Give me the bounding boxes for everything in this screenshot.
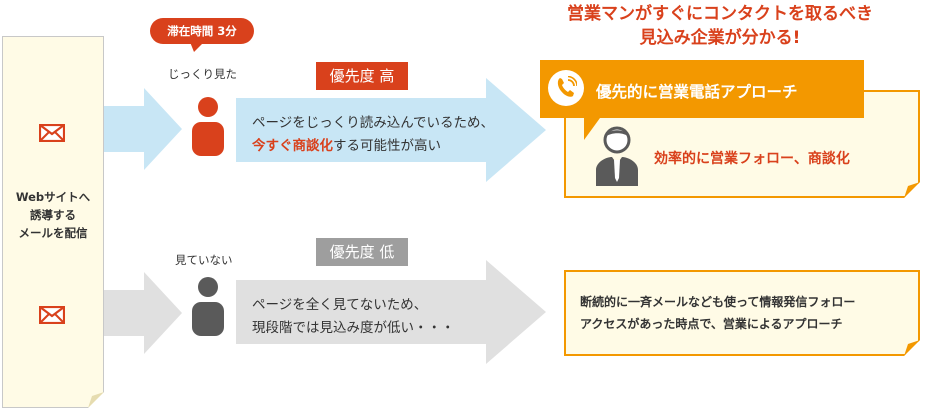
email-panel-line2: 誘導する — [30, 208, 76, 222]
page-curl — [904, 340, 920, 356]
email-panel-text: Webサイトへ 誘導する メールを配信 — [2, 188, 104, 242]
priority-high-badge: 優先度 高 — [316, 62, 408, 90]
status-label-high: じっくり見た — [168, 67, 237, 81]
message-high-highlight: 今すぐ商談化 — [252, 138, 333, 154]
priority-low-badge: 優先度 低 — [316, 238, 408, 266]
action-low-line1: 断続的に一斉メールなども使って情報発信フォロー — [580, 295, 856, 309]
businessman-icon — [596, 126, 638, 186]
phone-icon — [557, 76, 577, 97]
message-high-rest: する可能性が高い — [333, 138, 441, 154]
action-box-low — [564, 270, 920, 356]
message-low-line2: 現段階では見込み度が低い・・・ — [252, 320, 455, 336]
message-high-line2: 今すぐ商談化する可能性が高い — [252, 135, 494, 158]
arrow-large-low — [236, 260, 546, 364]
message-high-line1: ページをじっくり読み込んでいるため、 — [252, 115, 495, 131]
headline-line1: 営業マンがすぐにコンタクトを取るべき — [567, 4, 873, 24]
message-low: ページを全く見てないため、 現段階では見込み度が低い・・・ — [252, 294, 455, 340]
email-panel — [2, 36, 104, 408]
action-title-high: 優先的に営業電話アプローチ — [596, 83, 798, 101]
page-curl — [88, 392, 104, 408]
status-label-low: 見ていない — [175, 253, 233, 267]
stay-time-bubble: 滞在時間 3分 — [150, 18, 254, 44]
message-low-line1: ページを全く見てないため、 — [252, 297, 428, 313]
action-low-line2: アクセスがあった時点で、営業によるアプローチ — [580, 317, 843, 331]
email-panel-line3: メールを配信 — [18, 226, 88, 240]
call-header-banner — [540, 60, 864, 140]
mail-icon — [39, 306, 65, 324]
headline-line2: 見込み企業が分かる! — [639, 28, 801, 48]
bubble-tail — [190, 42, 204, 52]
action-result-high: 効率的に営業フォロー、商談化 — [654, 151, 850, 167]
phone-circle — [548, 70, 584, 106]
arrow-small-low — [104, 272, 182, 354]
arrow-large-high — [236, 78, 546, 182]
message-high: ページをじっくり読み込んでいるため、 今すぐ商談化する可能性が高い — [252, 112, 494, 158]
action-text-low: 断続的に一斉メールなども使って情報発信フォロー アクセスがあった時点で、営業によ… — [580, 291, 855, 335]
person-icon — [192, 97, 224, 156]
headline: 営業マンがすぐにコンタクトを取るべき 見込み企業が分かる! — [520, 2, 920, 50]
mail-icon — [39, 124, 65, 142]
email-panel-line1: Webサイトへ — [15, 190, 91, 204]
page-curl — [904, 182, 920, 198]
person-icon — [192, 277, 224, 336]
arrow-small-high — [104, 88, 182, 170]
